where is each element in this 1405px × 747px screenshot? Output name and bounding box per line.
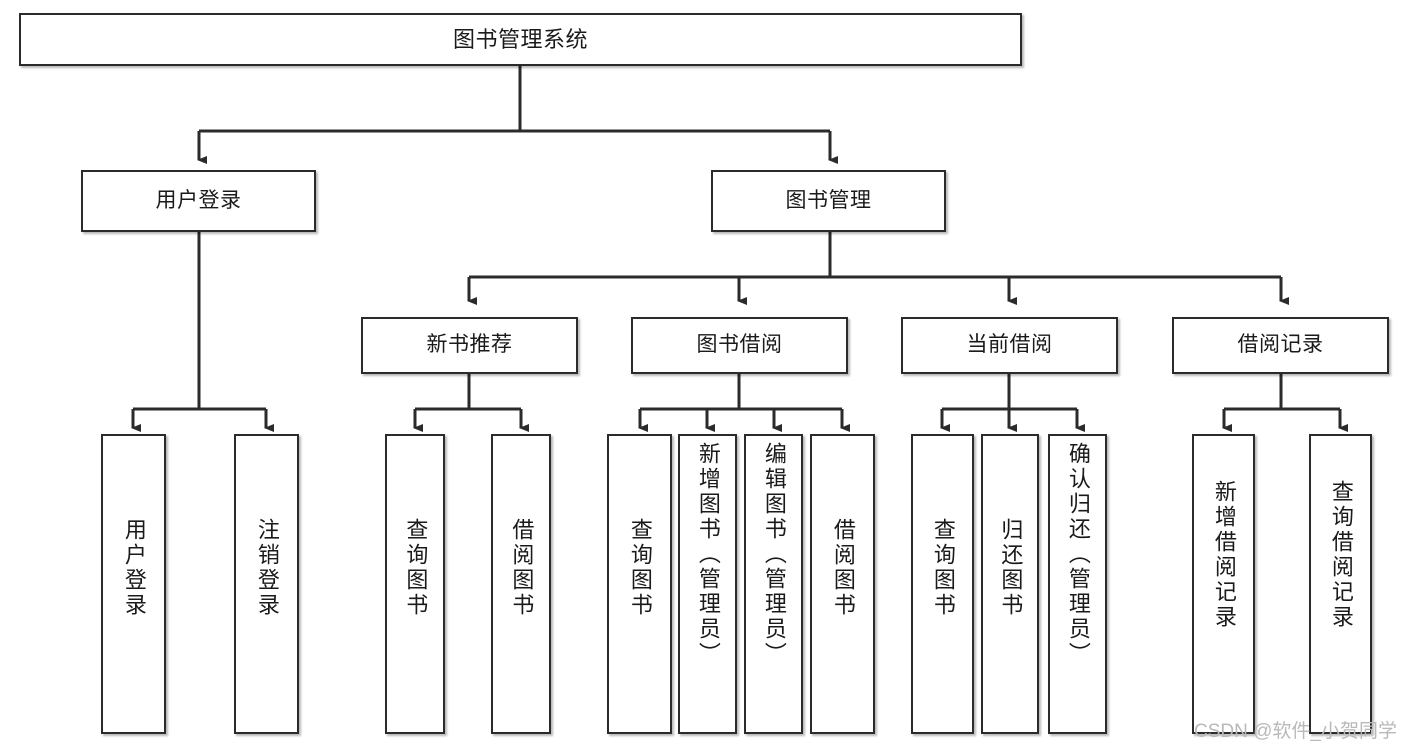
- node-leaf-borrow-book-1[interactable]: 借阅图书: [491, 434, 551, 734]
- node-leaf-borrow-book-1-label: 借阅图书: [509, 518, 535, 618]
- node-book-manage-label: 图书管理: [785, 188, 872, 212]
- node-leaf-logout[interactable]: 注销登录: [234, 434, 299, 734]
- node-leaf-add-record-label: 新增借阅记录: [1211, 480, 1237, 630]
- node-leaf-return-book-label: 归还图书: [998, 518, 1024, 618]
- node-leaf-query-book-2-label: 查询图书: [627, 518, 653, 618]
- node-leaf-add-record[interactable]: 新增借阅记录: [1192, 434, 1255, 734]
- node-root[interactable]: 图书管理系统: [19, 13, 1022, 66]
- node-leaf-edit-book[interactable]: 编辑图书（管理员）: [744, 434, 803, 734]
- node-borrow-record-label: 借阅记录: [1237, 333, 1324, 357]
- node-book-manage[interactable]: 图书管理: [711, 170, 946, 232]
- node-leaf-add-book[interactable]: 新增图书（管理员）: [678, 434, 737, 734]
- node-current-borrow-label: 当前借阅: [966, 333, 1053, 357]
- node-leaf-return-book[interactable]: 归还图书: [981, 434, 1039, 734]
- node-leaf-query-book-1-label: 查询图书: [403, 518, 429, 618]
- node-leaf-edit-book-label: 编辑图书（管理员）: [761, 442, 787, 667]
- node-leaf-borrow-book-2-label: 借阅图书: [830, 518, 856, 618]
- node-leaf-add-book-label: 新增图书（管理员）: [695, 442, 721, 667]
- node-leaf-query-record-label: 查询借阅记录: [1328, 480, 1354, 630]
- node-leaf-query-book-1[interactable]: 查询图书: [385, 434, 445, 734]
- node-new-book-recommend[interactable]: 新书推荐: [361, 317, 578, 374]
- node-user-login[interactable]: 用户登录: [81, 170, 316, 232]
- node-leaf-logout-label: 注销登录: [254, 518, 280, 618]
- node-leaf-confirm-return-label: 确认归还（管理员）: [1065, 442, 1091, 667]
- node-book-borrow[interactable]: 图书借阅: [631, 317, 848, 374]
- node-leaf-user-login[interactable]: 用户登录: [101, 434, 166, 734]
- watermark: CSDN @软件_小贺同学: [1194, 721, 1397, 742]
- node-leaf-borrow-book-2[interactable]: 借阅图书: [810, 434, 875, 734]
- node-new-book-recommend-label: 新书推荐: [426, 333, 513, 357]
- node-book-borrow-label: 图书借阅: [696, 333, 783, 357]
- node-leaf-query-record[interactable]: 查询借阅记录: [1309, 434, 1372, 734]
- node-current-borrow[interactable]: 当前借阅: [901, 317, 1118, 374]
- node-leaf-confirm-return[interactable]: 确认归还（管理员）: [1048, 434, 1107, 734]
- node-leaf-query-book-2[interactable]: 查询图书: [607, 434, 672, 734]
- node-root-label: 图书管理系统: [452, 26, 588, 52]
- node-borrow-record[interactable]: 借阅记录: [1172, 317, 1389, 374]
- node-user-login-label: 用户登录: [155, 188, 242, 212]
- node-leaf-query-book-3[interactable]: 查询图书: [911, 434, 974, 734]
- node-leaf-query-book-3-label: 查询图书: [930, 518, 956, 618]
- node-leaf-user-login-label: 用户登录: [121, 518, 147, 618]
